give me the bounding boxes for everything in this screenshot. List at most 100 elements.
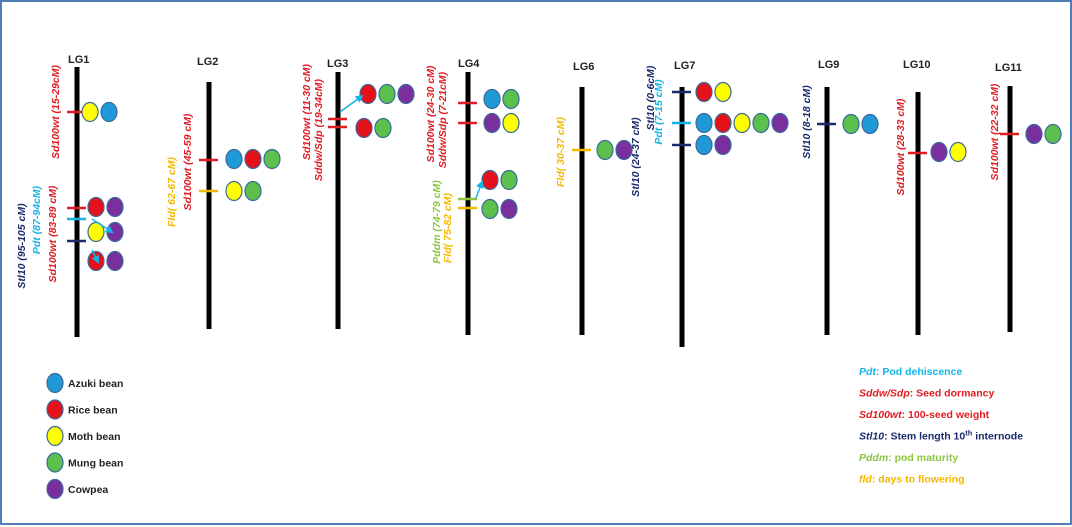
legend-label-azuki: Azuki bean — [68, 378, 123, 390]
species-oval-cowpea — [397, 83, 415, 105]
lg4-name: LG4 — [458, 58, 480, 70]
species-oval-cowpea — [483, 112, 501, 134]
trait-key-desc: : Pod dehiscence — [876, 366, 963, 378]
species-oval-rice — [244, 148, 262, 170]
trait-key-abbr: Sd100wt — [859, 409, 902, 421]
lg4-qtl-label: Sd100wt (24-30 cM) — [425, 65, 437, 162]
species-oval-cowpea — [106, 250, 124, 272]
species-oval-mung — [244, 180, 262, 202]
species-oval-azuki — [861, 113, 879, 135]
species-oval-moth — [949, 141, 967, 163]
lg3-qtl-label: Sddw/Sdp (19-34cM) — [313, 78, 325, 181]
species-oval-mung — [502, 88, 520, 110]
trait-key-desc: : pod maturity — [888, 452, 958, 464]
lg4-qtl-label: Fld( 75-82 cM) — [442, 192, 454, 263]
species-oval-rice — [481, 169, 499, 191]
trait-key-fld: fld: days to flowering — [859, 474, 965, 486]
species-oval-mung — [378, 83, 396, 105]
trait-key-pddm: Pddm: pod maturity — [859, 452, 958, 464]
species-oval-moth — [87, 221, 105, 243]
species-oval-azuki — [695, 112, 713, 134]
species-oval-mung — [596, 139, 614, 161]
legend-label-mung: Mung bean — [68, 458, 123, 470]
trait-key-desc: : Seed dormancy — [910, 388, 995, 400]
trait-key-abbr: Sddw/Sdp — [859, 388, 910, 400]
lg1-qtl-arrow — [91, 249, 99, 264]
trait-key-sup: th — [965, 429, 972, 438]
lg1-qtl-label: Pdt (87-94cM) — [31, 185, 43, 254]
lg10-name: LG10 — [903, 59, 931, 71]
trait-key-abbr: fld — [859, 474, 872, 486]
trait-key-desc: : days to flowering — [872, 474, 965, 486]
species-oval-rice — [359, 83, 377, 105]
trait-key-sd100wt: Sd100wt: 100-seed weight — [859, 409, 990, 421]
trait-key-abbr: Pddm — [859, 452, 888, 464]
species-oval-rice — [714, 112, 732, 134]
species-oval-moth — [733, 112, 751, 134]
species-oval-azuki — [100, 101, 118, 123]
legend-swatch-rice — [46, 399, 64, 420]
species-oval-rice — [695, 81, 713, 103]
legend-label-rice: Rice bean — [68, 405, 118, 417]
species-oval-rice — [87, 196, 105, 218]
lg1-qtl-label: Sd100wt (83-89 cM) — [47, 185, 59, 282]
species-oval-rice — [87, 250, 105, 272]
species-oval-mung — [481, 198, 499, 220]
lg11-qtl-label: Sd100wt (22-32 cM) — [989, 83, 1001, 180]
lg6-name: LG6 — [573, 61, 594, 73]
legend-swatch-azuki — [46, 372, 64, 394]
trait-key-pdt: Pdt: Pod dehiscence — [859, 366, 962, 378]
lg2-qtl-label: Fld( 62-67 cM) — [166, 156, 178, 227]
species-oval-mung — [842, 113, 860, 135]
lg7-qtl-label: Stl10 (0-6cM) — [645, 65, 657, 130]
lg9-name: LG9 — [818, 59, 839, 71]
trait-key-sddw: Sddw/Sdp: Seed dormancy — [859, 388, 995, 400]
lg1-name: LG1 — [68, 54, 89, 66]
species-oval-mung — [263, 148, 281, 170]
trait-key-desc: : 100-seed weight — [902, 409, 990, 421]
trait-key-stl10: Stl10: Stem length 10th internode — [859, 429, 1023, 443]
legend-swatch-moth — [46, 425, 64, 447]
lg9-qtl-label: Stl10 (8-18 cM) — [801, 85, 813, 159]
lg11-name: LG11 — [995, 62, 1022, 74]
species-oval-rice — [355, 117, 373, 139]
lg6-qtl-label: Fld( 30-37 cM) — [555, 116, 567, 187]
species-oval-mung — [500, 169, 518, 191]
species-oval-moth — [714, 81, 732, 103]
legend-label-cowpea: Cowpea — [68, 484, 108, 496]
species-oval-moth — [81, 101, 99, 123]
lg4-qtl-arrow — [475, 180, 484, 199]
legend-swatch-cowpea — [46, 478, 64, 500]
species-oval-azuki — [695, 134, 713, 156]
lg3-name: LG3 — [327, 58, 348, 70]
lg1-qtl-label: Stl10 (95-105 cM) — [16, 203, 28, 289]
lg10-qtl-label: Sd100wt (28-33 cM) — [895, 98, 907, 195]
species-oval-cowpea — [714, 134, 732, 156]
lg2-name: LG2 — [197, 56, 218, 68]
trait-key-desc: : Stem length 10 — [884, 431, 965, 443]
lg1-qtl-arrow — [91, 218, 114, 234]
lg4-qtl-label: Pddm (74-79 cM) — [431, 180, 443, 264]
species-oval-mung — [752, 112, 770, 134]
lg7-qtl-label: Stl10 (24-37 cM) — [630, 117, 642, 197]
legend-swatch-mung — [46, 452, 64, 473]
species-oval-moth — [502, 112, 520, 134]
lg3-qtl-arrow — [339, 94, 364, 113]
trait-key-abbr: Stl10 — [859, 431, 884, 443]
lg4-qtl-label: Sddw/Sdp (7-21cM) — [437, 71, 449, 168]
species-oval-cowpea — [930, 141, 948, 163]
lg7-qtl-label: Pdt (7-15 cM) — [653, 79, 665, 145]
species-oval-moth — [225, 180, 243, 202]
species-oval-azuki — [483, 88, 501, 110]
trait-key-abbr: Pdt — [859, 366, 876, 378]
species-oval-cowpea — [106, 196, 124, 218]
